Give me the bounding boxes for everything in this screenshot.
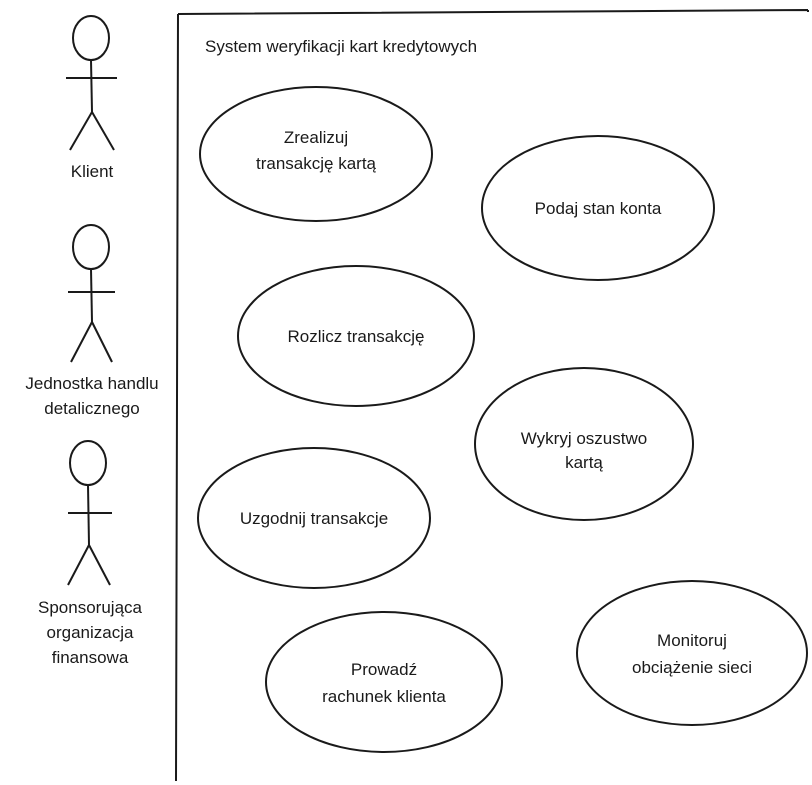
system-title: System weryfikacji kart kredytowych [205, 37, 477, 56]
usecase-label: Wykryj oszustwo [521, 429, 647, 448]
usecase-label: Zrealizuj [284, 128, 348, 147]
actor-head [69, 440, 107, 486]
usecase-label: obciążenie sieci [632, 658, 752, 677]
actor-jednostka-handlu [68, 224, 115, 363]
actor-label-sponsor-1: Sponsorująca [38, 598, 143, 617]
actor-head [72, 224, 110, 270]
usecase-rozlicz-transakcje [237, 265, 475, 407]
system-boundary [175, 9, 809, 782]
usecase-label: kartą [565, 453, 603, 472]
actor-label-sponsor-2: organizacja [47, 623, 134, 642]
actor-klient [66, 15, 117, 151]
actor-head [72, 15, 110, 61]
usecase-uzgodnij-transakcje [197, 447, 431, 589]
actor-sponsorujaca-organizacja [67, 440, 112, 586]
usecase-label: transakcję kartą [256, 154, 377, 173]
actor-label-sponsor-3: finansowa [52, 648, 129, 667]
usecase-label: Monitoruj [657, 631, 727, 650]
usecase-podaj-stan-konta [481, 135, 715, 281]
actor-label-jednostka-1: Jednostka handlu [25, 374, 158, 393]
actor-label-jednostka-2: detalicznego [44, 399, 139, 418]
usecase-label: Podaj stan konta [535, 199, 662, 218]
usecase-prowadz-rachunek [265, 611, 503, 753]
actor-label-klient: Klient [71, 162, 114, 181]
usecase-monitoruj-obciazenie [576, 580, 808, 726]
usecase-wykryj-oszustwo [474, 367, 694, 521]
usecase-zrealizuj-transakcje [199, 86, 433, 222]
usecase-label: Prowadź [351, 660, 417, 679]
usecase-label: rachunek klienta [322, 687, 446, 706]
usecase-label: Rozlicz transakcję [288, 327, 425, 346]
usecase-label: Uzgodnij transakcje [240, 509, 388, 528]
